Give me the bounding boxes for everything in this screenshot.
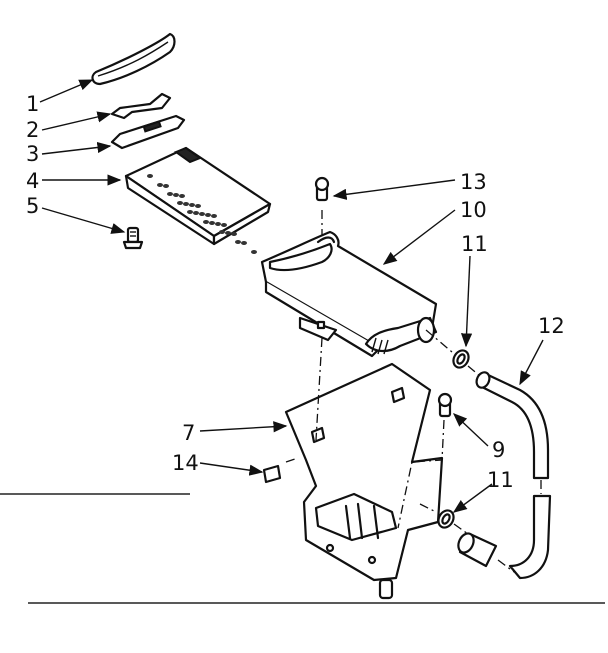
grille-hole — [189, 203, 195, 207]
part-7-plate — [284, 362, 444, 600]
callout-5: 5 — [26, 194, 39, 218]
grille-hole — [203, 220, 209, 224]
grille-hole — [163, 184, 169, 188]
grille-hole — [215, 222, 221, 226]
part-2-bracket — [110, 92, 172, 120]
part-3-clip — [110, 114, 186, 150]
grille-hole — [225, 231, 231, 235]
grille-hole — [235, 240, 241, 244]
callout-9: 9 — [492, 438, 505, 462]
callout-4: 4 — [26, 169, 39, 193]
part-14-clip — [262, 464, 282, 484]
grille-hole — [183, 202, 189, 206]
grille-hole — [187, 210, 193, 214]
grille-hole — [219, 230, 225, 234]
grille-hole — [193, 211, 199, 215]
grille-hole — [251, 250, 257, 254]
part-13-screw — [314, 176, 330, 202]
grille-hole — [195, 204, 201, 208]
grille-hole — [179, 194, 185, 198]
grille-hole — [199, 212, 205, 216]
callout-7: 7 — [182, 421, 195, 445]
grille-hole — [211, 214, 217, 218]
callout-12: 12 — [538, 314, 565, 338]
part-12-hose — [475, 371, 552, 580]
grille-hole — [241, 241, 247, 245]
callout-13: 13 — [460, 170, 487, 194]
grille-hole — [157, 183, 163, 187]
leader-arrows — [39, 79, 544, 513]
grille-hole — [173, 193, 179, 197]
callout-3: 3 — [26, 142, 39, 166]
alignment-lines — [285, 210, 542, 573]
part-10-housing — [260, 230, 438, 358]
part-1-cover — [91, 32, 176, 86]
part-9-screw — [437, 392, 453, 418]
callout-11-lower: 11 — [487, 468, 514, 492]
callout-10: 10 — [460, 198, 487, 222]
part-5-screw — [122, 226, 144, 250]
callout-1: 1 — [26, 92, 39, 116]
callout-14: 14 — [172, 451, 199, 475]
part-11-ring-lower — [437, 509, 455, 529]
part-4-grille — [124, 146, 272, 254]
grille-hole — [221, 223, 227, 227]
grille-hole — [205, 213, 211, 217]
callout-2: 2 — [26, 118, 39, 142]
grille-hole — [231, 232, 237, 236]
callout-11-upper: 11 — [461, 232, 488, 256]
part-11-ring-upper — [452, 349, 470, 369]
grille-hole — [177, 201, 183, 205]
grille-hole — [167, 192, 173, 196]
hose-connector-lower — [457, 532, 498, 568]
grille-hole — [147, 174, 153, 178]
grille-hole — [209, 221, 215, 225]
grille-holes — [147, 174, 257, 254]
callout-labels: 1 2 3 4 5 13 10 11 12 7 14 9 11 — [26, 92, 565, 492]
